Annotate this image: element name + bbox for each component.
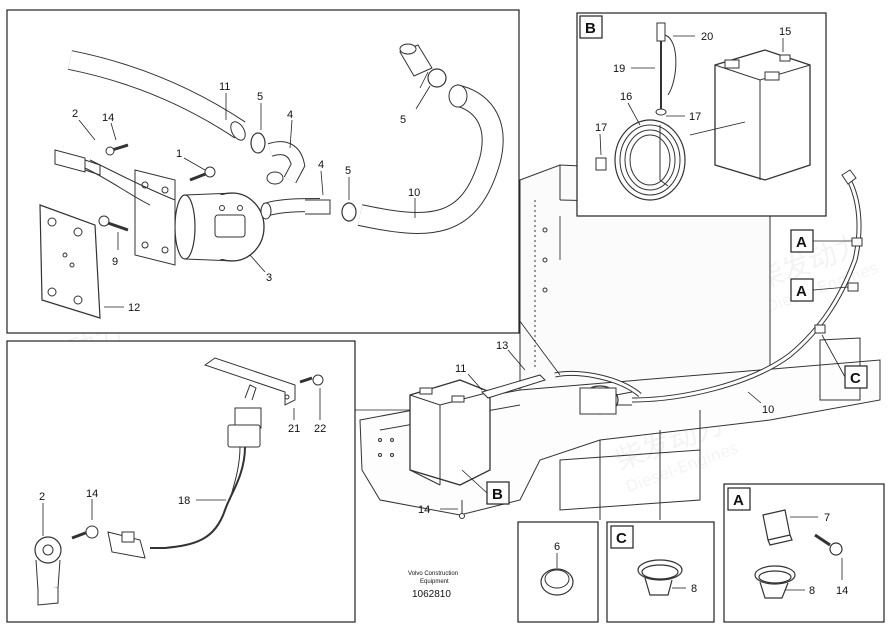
callout-17: 17 bbox=[689, 111, 701, 123]
callout-3: 3 bbox=[266, 272, 272, 284]
detail-a-letter: A bbox=[733, 492, 744, 509]
callout-13: 13 bbox=[496, 340, 508, 352]
callout-5: 5 bbox=[257, 91, 263, 103]
callout-4: 4 bbox=[318, 159, 324, 171]
callout-17: 17 bbox=[595, 122, 607, 134]
main-box-a-lower: A bbox=[796, 283, 807, 300]
main-box-c: C bbox=[850, 370, 861, 387]
callout-14: 14 bbox=[102, 112, 114, 124]
callout-5: 5 bbox=[345, 165, 351, 177]
callout-19: 19 bbox=[613, 63, 625, 75]
detail-b-letter: B bbox=[585, 20, 596, 37]
callout-11: 11 bbox=[455, 363, 466, 375]
callout-14: 14 bbox=[418, 504, 430, 516]
main-callouts: A A C B 11 13 10 14 bbox=[418, 229, 868, 516]
callout-8: 8 bbox=[809, 585, 815, 597]
main-box-a-upper: A bbox=[796, 234, 807, 251]
callout-8: 8 bbox=[691, 583, 697, 595]
callout-2: 2 bbox=[39, 491, 45, 503]
callout-10: 10 bbox=[408, 187, 420, 199]
callout-6: 6 bbox=[554, 541, 560, 553]
drawing-footer: Volvo Construction Equipment 1062810 bbox=[408, 571, 458, 600]
callout-15: 15 bbox=[779, 26, 791, 38]
callout-10: 10 bbox=[762, 404, 774, 416]
detail-panel-c: C 8 bbox=[606, 521, 715, 623]
callout-21: 21 bbox=[288, 423, 300, 435]
callout-12: 12 bbox=[128, 302, 140, 314]
callout-2: 2 bbox=[72, 108, 78, 120]
callout-14: 14 bbox=[836, 585, 848, 597]
callout-5: 5 bbox=[400, 114, 406, 126]
detail-panel-a: A 7 14 8 bbox=[723, 483, 885, 623]
footer-company-line1: Volvo Construction bbox=[408, 571, 458, 577]
callout-7: 7 bbox=[824, 512, 830, 524]
main-box-b: B bbox=[492, 486, 503, 503]
callout-14: 14 bbox=[86, 488, 98, 500]
callout-22: 22 bbox=[314, 423, 326, 435]
callout-11: 11 bbox=[219, 81, 230, 93]
detail-panel-heater: 11 5 4 1 2 14 4 5 10 3 9 12 5 bbox=[6, 9, 520, 334]
footer-company-line2: Equipment bbox=[420, 579, 449, 585]
callout-16: 16 bbox=[620, 91, 632, 103]
main-assembly bbox=[359, 164, 881, 520]
callout-18: 18 bbox=[178, 495, 190, 507]
callout-1: 1 bbox=[176, 148, 182, 160]
callout-20: 20 bbox=[701, 31, 713, 43]
detail-panel-switch: 21 22 18 14 2 bbox=[6, 340, 410, 623]
detail-panel-b: B bbox=[576, 12, 827, 217]
footer-drawing-number: 1062810 bbox=[412, 589, 451, 600]
callout-4: 4 bbox=[287, 109, 293, 121]
detail-c-letter: C bbox=[616, 530, 627, 547]
callout-9: 9 bbox=[112, 256, 118, 268]
detail-panel-6: 6 bbox=[517, 521, 599, 623]
